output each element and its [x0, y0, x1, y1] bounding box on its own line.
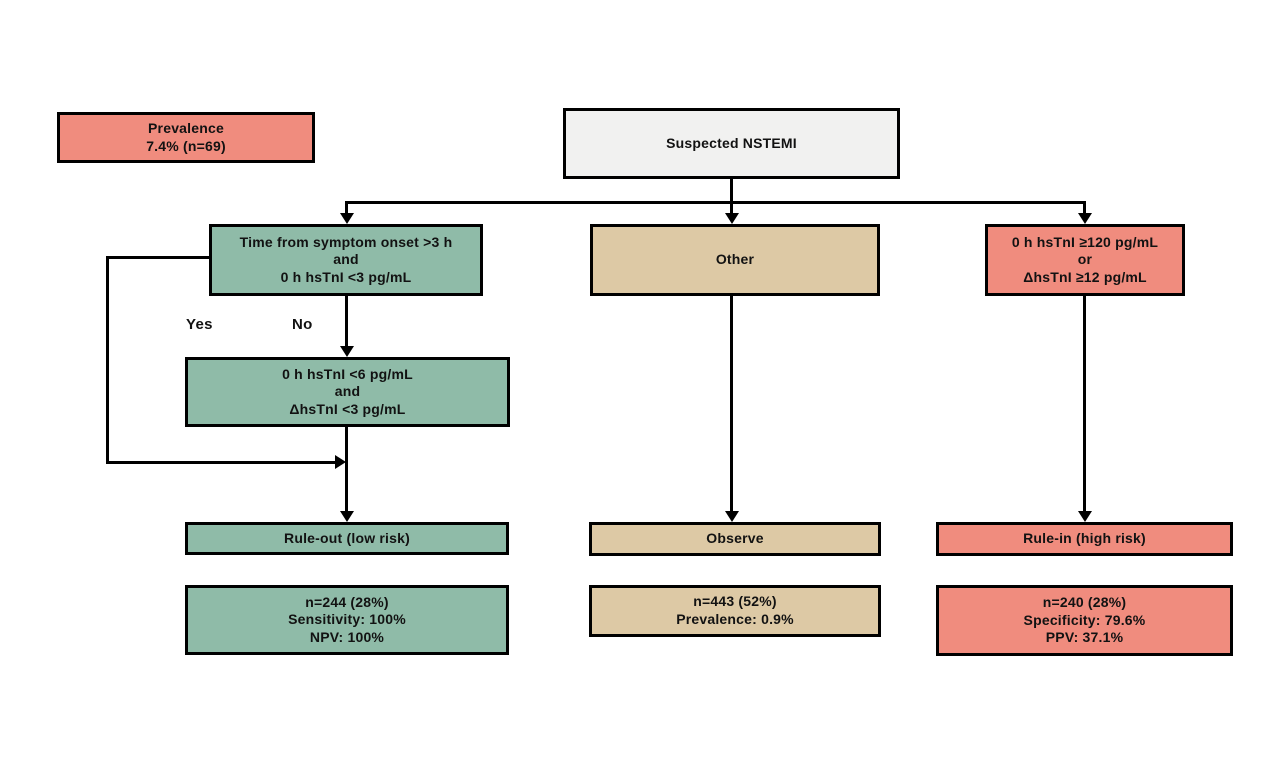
middle-condition-box: Other	[590, 224, 880, 296]
connector-yes-horizontal-bottom	[106, 461, 336, 464]
connector-no-stem	[345, 294, 348, 347]
arrowhead-middle-outcome	[725, 511, 739, 522]
ruleout-stats-box: n=244 (28%) Sensitivity: 100% NPV: 100%	[185, 585, 509, 655]
connector-left-drop	[345, 201, 348, 215]
observe-stats-line2: Prevalence: 0.9%	[676, 611, 794, 627]
observe-stats-line1: n=443 (52%)	[693, 593, 777, 610]
left-condition1-box: Time from symptom onset >3 h and 0 h hsT…	[209, 224, 483, 296]
connector-middle-outcome-stem	[730, 294, 733, 513]
arrowhead-middle-branch	[725, 213, 739, 224]
prevalence-line2: 7.4% (n=69)	[146, 137, 226, 154]
rulein-outcome-label: Rule-in (high risk)	[1023, 530, 1146, 547]
prevalence-box: Prevalence 7.4% (n=69)	[57, 112, 315, 163]
right-condition-box: 0 h hsTnI ≥120 pg/mL or ΔhsTnI ≥12 pg/mL	[985, 224, 1185, 296]
rulein-stats-line3: PPV: 37.1%	[1045, 629, 1124, 646]
connector-splitter	[345, 201, 1086, 204]
right-condition-line3: ΔhsTnI ≥12 pg/mL	[1023, 268, 1147, 285]
arrowhead-right-outcome	[1078, 511, 1092, 522]
ruleout-stats-line1: n=244 (28%)	[305, 593, 389, 610]
arrowhead-right-branch	[1078, 213, 1092, 224]
left-condition2-line3: ΔhsTnI <3 pg/mL	[289, 400, 406, 417]
ruleout-outcome-box: Rule-out (low risk)	[185, 522, 509, 555]
connector-middle-drop	[730, 201, 733, 215]
arrowhead-no-condition2	[340, 346, 354, 357]
left-condition1-line1: Time from symptom onset >3 h	[239, 233, 453, 250]
observe-outcome-label: Observe	[706, 530, 764, 547]
yes-label: Yes	[186, 316, 213, 333]
left-condition1-line3: 0 h hsTnI <3 pg/mL	[280, 268, 412, 285]
root-box: Suspected NSTEMI	[563, 108, 900, 179]
arrowhead-yes-merge	[335, 455, 346, 469]
prevalence-line1: Prevalence	[148, 119, 224, 136]
connector-left-outcome-stem	[345, 425, 348, 513]
no-label: No	[292, 316, 313, 333]
arrowhead-left-branch	[340, 213, 354, 224]
right-condition-line1: 0 h hsTnI ≥120 pg/mL	[1011, 233, 1159, 250]
middle-condition-label: Other	[715, 251, 755, 268]
rulein-outcome-box: Rule-in (high risk)	[936, 522, 1233, 556]
rulein-stats-line1: n=240 (28%)	[1042, 594, 1127, 611]
right-condition-line2: or	[1077, 251, 1093, 268]
ruleout-outcome-label: Rule-out (low risk)	[284, 529, 410, 546]
ruleout-stats-line2: Sensitivity: 100%	[288, 611, 406, 628]
connector-right-outcome-stem	[1083, 294, 1086, 513]
connector-yes-horizontal-top	[106, 256, 209, 259]
observe-stats-box: n=443 (52%) Prevalence: 0.9%	[589, 585, 881, 637]
left-condition1-line2: and	[333, 251, 359, 268]
left-condition2-box: 0 h hsTnI <6 pg/mL and ΔhsTnI <3 pg/mL	[185, 357, 510, 427]
ruleout-stats-line3: NPV: 100%	[309, 628, 385, 645]
left-condition2-line1: 0 h hsTnI <6 pg/mL	[282, 365, 413, 382]
arrowhead-left-outcome	[340, 511, 354, 522]
left-condition2-line2: and	[334, 383, 361, 400]
connector-right-drop	[1083, 201, 1086, 215]
root-label: Suspected NSTEMI	[666, 134, 797, 151]
observe-outcome-box: Observe	[589, 522, 881, 556]
rulein-stats-line2: Specificity: 79.6%	[1023, 611, 1146, 628]
connector-root-stem	[730, 177, 733, 203]
connector-yes-vertical	[106, 256, 109, 464]
rulein-stats-box: n=240 (28%) Specificity: 79.6% PPV: 37.1…	[936, 585, 1233, 656]
